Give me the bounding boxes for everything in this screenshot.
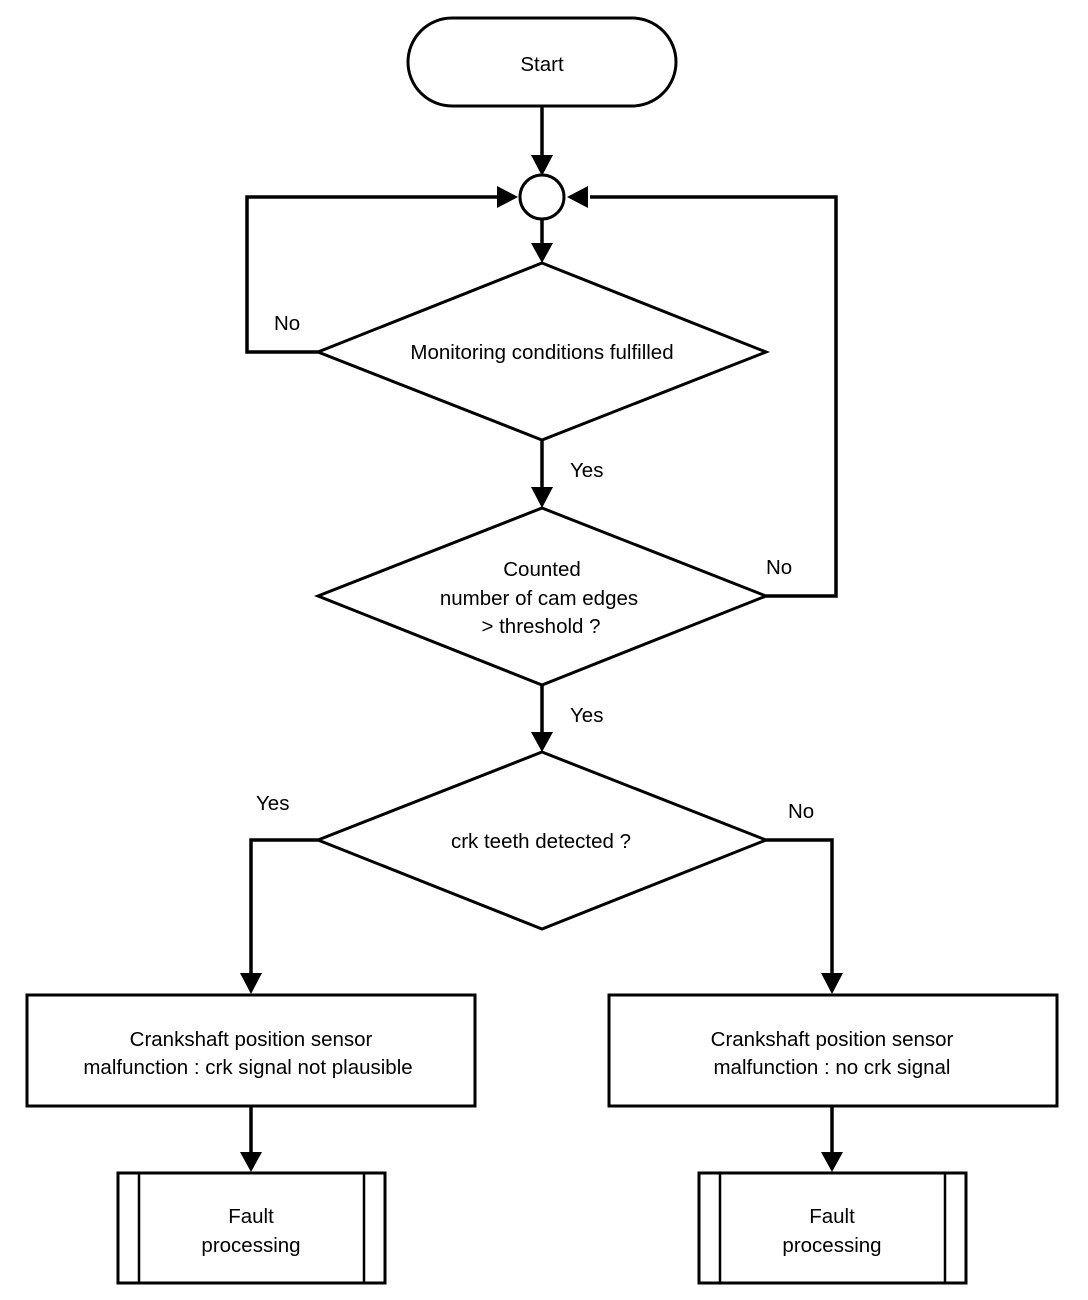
cam-edges-decision-shape <box>313 506 771 687</box>
fault-processing-right-shape <box>697 1171 968 1285</box>
connector-cam-edges-no-loop <box>590 195 838 598</box>
malfunction-no-signal-label-line-2: malfunction : no crk signal <box>713 1056 950 1079</box>
junction-connector <box>518 173 566 221</box>
fault-processing-right-label-line-1: Fault <box>809 1205 855 1228</box>
arrowheads <box>240 155 843 1172</box>
start-node: Start <box>406 16 678 108</box>
malfunction-not-plausible-label-line-2: malfunction : crk signal not plausible <box>83 1056 412 1079</box>
malfunction-no-signal-label-line-1: Crankshaft position sensor <box>711 1028 954 1051</box>
fault-processing-right-node: Fault processing <box>697 1171 968 1285</box>
fault-processing-left-shape <box>116 1171 387 1285</box>
monitoring-decision-label: Monitoring conditions fulfilled <box>410 341 673 364</box>
fault-processing-left-node: Fault processing <box>116 1171 387 1285</box>
crk-teeth-decision-node: crk teeth detected ? <box>313 750 771 931</box>
edge-label-crk-teeth-yes: Yes <box>256 792 289 815</box>
edge-label-cam-edges-no: No <box>766 556 792 579</box>
arrowhead-into-monitoring <box>531 243 553 263</box>
arrowhead-into-junction-right <box>567 186 588 208</box>
fault-processing-left-label-line-2: processing <box>201 1234 300 1257</box>
cam-edges-decision-node: Counted number of cam edges > threshold … <box>313 506 771 687</box>
edge-label-monitoring-yes: Yes <box>570 459 603 482</box>
edge-label-monitoring-no: No <box>274 312 300 335</box>
arrowhead-into-left-fault <box>240 1152 262 1172</box>
arrowhead-into-cam-edges <box>531 487 553 508</box>
fault-processing-right-label-line-2: processing <box>782 1234 881 1257</box>
edge-label-cam-edges-yes: Yes <box>570 704 603 727</box>
cam-edges-decision-label-line-1: Counted <box>503 558 581 581</box>
cam-edges-decision-label-line-2: number of cam edges <box>440 587 638 610</box>
malfunction-no-signal-shape <box>607 993 1059 1108</box>
cam-edges-decision-label-line-3: > threshold ? <box>481 615 600 638</box>
crk-teeth-decision-label: crk teeth detected ? <box>451 830 631 853</box>
connector-crk-no <box>766 838 834 976</box>
arrowhead-into-right-box <box>821 973 843 994</box>
start-terminator-shape <box>406 16 678 108</box>
monitoring-decision-shape <box>313 261 771 442</box>
malfunction-not-plausible-label-line-1: Crankshaft position sensor <box>130 1028 373 1051</box>
edge-label-crk-teeth-no: No <box>788 800 814 823</box>
monitoring-decision-node: Monitoring conditions fulfilled <box>313 261 771 442</box>
arrowhead-into-junction-left <box>497 186 518 208</box>
crk-teeth-decision-shape <box>313 750 771 931</box>
arrowhead-into-right-fault <box>821 1152 843 1172</box>
connectors <box>245 107 838 1155</box>
arrowhead-into-crk-teeth <box>531 732 553 752</box>
malfunction-no-signal-node: Crankshaft position sensor malfunction :… <box>607 993 1059 1108</box>
malfunction-not-plausible-node: Crankshaft position sensor malfunction :… <box>25 993 477 1108</box>
fault-processing-left-label-line-1: Fault <box>228 1205 274 1228</box>
arrowhead-into-junction-top <box>531 155 553 176</box>
edge-labels: No Yes No Yes Yes No <box>256 312 814 823</box>
arrowhead-into-left-box <box>240 973 262 994</box>
malfunction-not-plausible-shape <box>25 993 477 1108</box>
start-label: Start <box>520 53 564 76</box>
connector-monitoring-no-loop <box>245 195 500 354</box>
connector-crk-yes <box>249 838 318 976</box>
